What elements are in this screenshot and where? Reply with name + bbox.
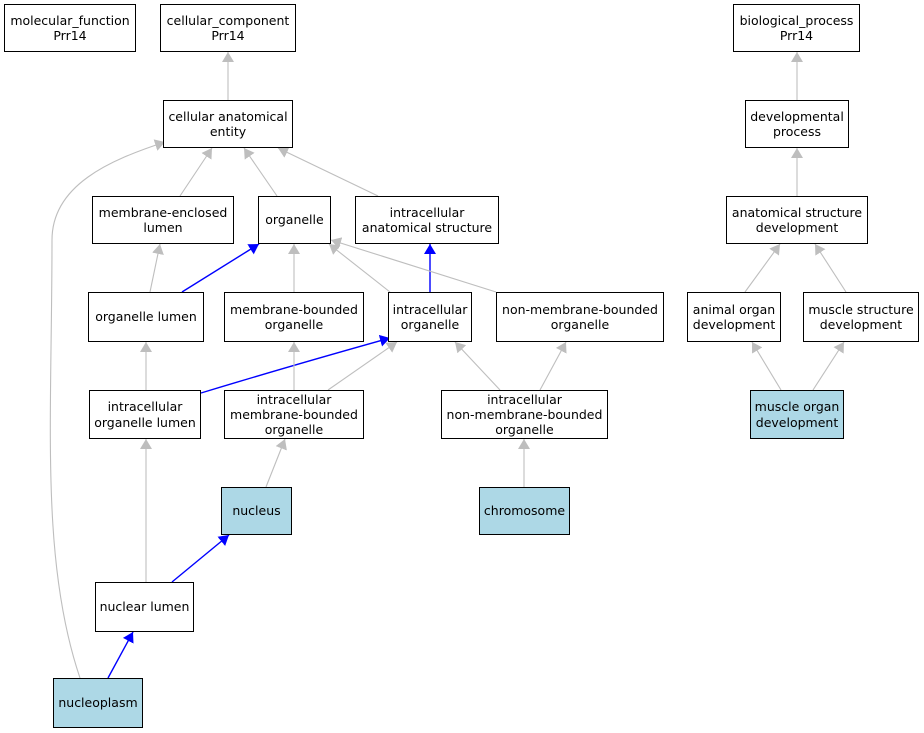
node-non-membrane-bounded-organelle[interactable]: non-membrane-bounded organelle <box>496 292 664 342</box>
node-intracellular-non-membrane-bounded-organelle[interactable]: intracellular non-membrane-bounded organ… <box>441 390 608 439</box>
edge-nucleoplasm-to-nuclear-lumen <box>107 631 134 679</box>
edge-muscle-organ-development-to-muscle-structure-development <box>812 341 845 391</box>
node-nucleus[interactable]: nucleus <box>221 487 292 535</box>
node-biological-process[interactable]: biological_process Prr14 <box>733 4 860 52</box>
node-molecular-function[interactable]: molecular_function Prr14 <box>4 4 136 52</box>
node-cellular-anatomical-entity[interactable]: cellular anatomical entity <box>163 100 293 148</box>
node-membrane-bounded-organelle[interactable]: membrane-bounded organelle <box>224 292 364 342</box>
node-muscle-structure-development[interactable]: muscle structure development <box>803 292 919 342</box>
edge-animal-organ-development-to-anatomical-structure-development <box>744 243 781 293</box>
edge-nucleoplasm-to-cellular-anatomical-entity <box>49 139 166 679</box>
edge-intracellular-non-membrane-bounded-organelle-to-intracellular-organelle <box>454 341 501 391</box>
edge-organelle-lumen-to-organelle <box>181 243 260 293</box>
edge-organelle-lumen-to-membrane-enclosed-lumen <box>149 243 164 293</box>
node-muscle-organ-development[interactable]: muscle organ development <box>750 390 844 439</box>
node-nuclear-lumen[interactable]: nuclear lumen <box>95 582 194 632</box>
edge-non-membrane-bounded-organelle-to-organelle <box>330 237 497 293</box>
node-chromosome[interactable]: chromosome <box>479 487 570 535</box>
node-intracellular-organelle[interactable]: intracellular organelle <box>388 292 472 342</box>
node-intracellular-organelle-lumen[interactable]: intracellular organelle lumen <box>89 390 201 439</box>
edge-membrane-enclosed-lumen-to-cellular-anatomical-entity <box>179 147 213 197</box>
node-cellular-component[interactable]: cellular_component Prr14 <box>160 4 296 52</box>
edge-intracellular-organelle-to-organelle <box>328 243 391 293</box>
node-animal-organ-development[interactable]: animal organ development <box>687 292 781 342</box>
node-organelle-lumen[interactable]: organelle lumen <box>88 292 204 342</box>
edge-nucleus-to-intracellular-membrane-bounded-organelle <box>265 438 287 488</box>
edge-intracellular-non-membrane-bounded-organelle-to-non-membrane-bounded-organelle <box>539 341 567 391</box>
node-intracellular-anatomical-structure[interactable]: intracellular anatomical structure <box>355 196 499 244</box>
edge-muscle-organ-development-to-animal-organ-development <box>751 341 782 391</box>
edge-muscle-structure-development-to-anatomical-structure-development <box>814 243 847 293</box>
edge-intracellular-membrane-bounded-organelle-to-intracellular-organelle <box>327 341 398 391</box>
edge-nuclear-lumen-to-nucleus <box>171 534 230 583</box>
node-membrane-enclosed-lumen[interactable]: membrane-enclosed lumen <box>92 196 234 244</box>
node-developmental-process[interactable]: developmental process <box>745 100 849 148</box>
node-organelle[interactable]: organelle <box>258 196 331 244</box>
edge-intracellular-organelle-lumen-to-intracellular-organelle <box>200 334 391 394</box>
edge-intracellular-anatomical-structure-to-cellular-anatomical-entity <box>277 146 379 197</box>
node-intracellular-membrane-bounded-organelle[interactable]: intracellular membrane-bounded organelle <box>224 390 364 439</box>
node-nucleoplasm[interactable]: nucleoplasm <box>53 678 143 728</box>
node-anatomical-structure-development[interactable]: anatomical structure development <box>726 196 868 244</box>
edge-organelle-to-cellular-anatomical-entity <box>243 147 278 197</box>
